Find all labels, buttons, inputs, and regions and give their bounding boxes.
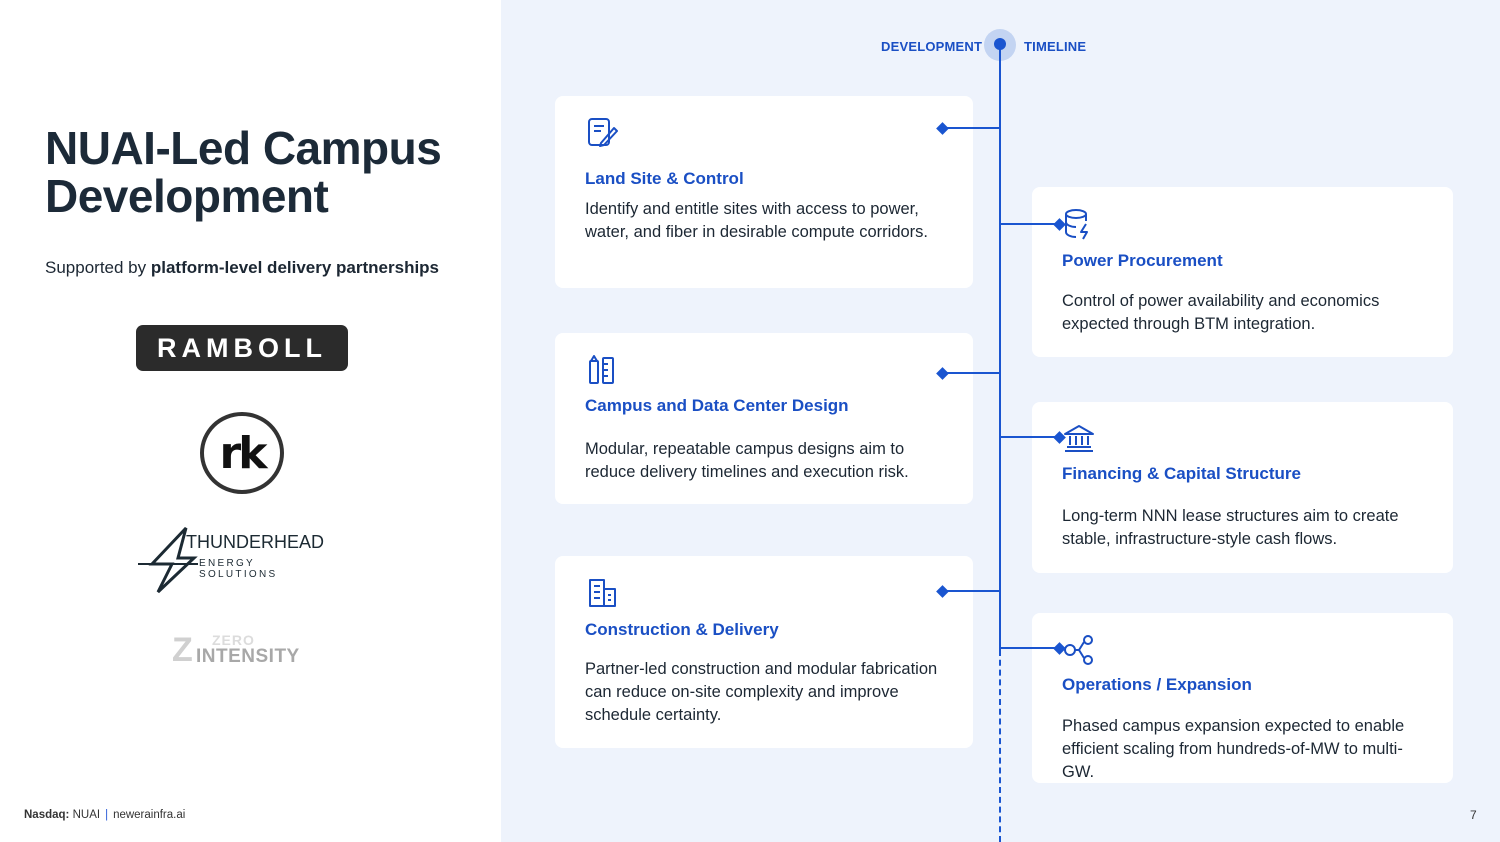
card-title: Campus and Data Center Design [585,396,849,415]
ramboll-logo: RAMBOLL [136,325,348,371]
footer-exchange: Nasdaq: [24,809,70,821]
card-description: Identify and entitle sites with access t… [585,200,929,241]
timeline-label-right: TIMELINE [1024,39,1087,54]
timeline-card: Power Procurement Control of power avail… [1032,187,1453,357]
lightning-bolt-icon [138,526,198,594]
zero-intensity-bottom: INTENSITY [196,646,300,667]
zero-intensity-z: Z [172,631,193,669]
subtitle-prefix: Supported by [45,258,151,277]
timeline-connector [942,127,1000,129]
timeline-card: Land Site & Control Identify and entitle… [555,96,973,288]
zero-intensity-top: ZERO [212,632,255,648]
subtitle: Supported by platform-level delivery par… [45,258,439,278]
timeline-connector [942,590,1000,592]
card-description: Control of power availability and econom… [1062,292,1380,333]
timeline-dashed-line [999,650,1001,842]
zero-intensity-logo: Z ZERO INTENSITY [172,633,328,667]
footer: Nasdaq: NUAI | newerainfra.ai [24,809,185,821]
card-title: Power Procurement [1062,251,1223,270]
card-description: Long-term NNN lease structures aim to cr… [1062,507,1399,548]
footer-separator: | [105,809,109,821]
card-title: Financing & Capital Structure [1062,464,1301,483]
document-edit-icon [588,118,618,147]
timeline-card: Campus and Data Center Design Modular, r… [555,333,973,504]
thunderhead-tagline: ENERGY SOLUTIONS [199,558,278,580]
timeline-connector [1000,647,1059,649]
timeline-card: Financing & Capital Structure Long-term … [1032,402,1453,573]
design-tools-icon [589,355,614,384]
page-number: 7 [1470,808,1477,822]
card-title: Construction & Delivery [585,620,779,639]
thunderhead-logo: THUNDERHEAD ENERGY SOLUTIONS [138,526,338,596]
database-power-icon [1065,209,1088,240]
footer-website[interactable]: newerainfra.ai [113,809,186,821]
timeline-label-left: DEVELOPMENT [881,39,983,54]
timeline-connector [942,372,1000,374]
card-title: Land Site & Control [585,169,744,188]
left-panel: NUAI-Led Campus Development Supported by… [0,0,501,842]
card-description: Partner-led construction and modular fab… [585,660,938,724]
timeline-card: Operations / Expansion Phased campus exp… [1032,613,1453,783]
network-nodes-icon [1064,635,1093,665]
page-title: NUAI-Led Campus Development [45,122,442,222]
rk-logo: rk [200,412,284,494]
timeline-line [999,45,1001,650]
subtitle-bold: platform-level delivery partnerships [150,258,440,277]
timeline-connector [1000,223,1059,225]
footer-ticker: NUAI [72,809,101,821]
card-title: Operations / Expansion [1062,675,1252,694]
timeline-start-dot [994,38,1006,50]
timeline-card: Construction & Delivery Partner-led cons… [555,556,973,748]
card-description: Modular, repeatable campus designs aim t… [585,440,909,481]
timeline-connector [1000,436,1059,438]
thunderhead-name: THUNDERHEAD [186,532,325,552]
bank-icon [1064,425,1094,452]
buildings-icon [589,579,616,607]
card-description: Phased campus expansion expected to enab… [1062,717,1405,781]
